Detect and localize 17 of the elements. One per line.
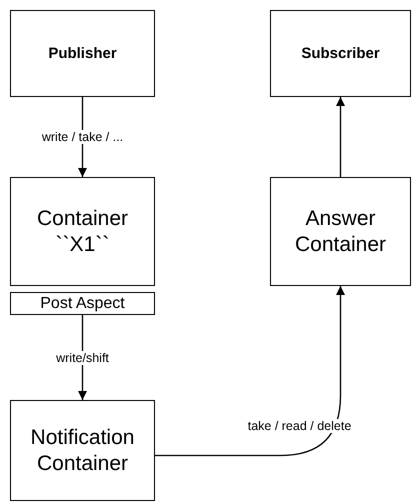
process-box: [270, 177, 411, 286]
box-label: Answer Container: [294, 206, 388, 257]
box-label: Container ``X1``: [36, 206, 130, 257]
box-label: Post Aspect: [40, 294, 125, 312]
process-box: [10, 177, 155, 286]
edge-label: write/shift: [55, 350, 110, 364]
edge-label: take / read / delete: [246, 418, 352, 432]
process-box: [10, 10, 155, 97]
box-label: Publisher: [48, 45, 117, 62]
arrow: [336, 97, 346, 177]
box-label: Notification Container: [30, 425, 136, 476]
process-box: [10, 292, 155, 315]
process-box: [10, 400, 155, 501]
edge-label: write / take / ...: [40, 130, 124, 144]
process-box: [270, 10, 411, 97]
box-label: Subscriber: [301, 45, 380, 62]
arrow: [155, 286, 346, 456]
